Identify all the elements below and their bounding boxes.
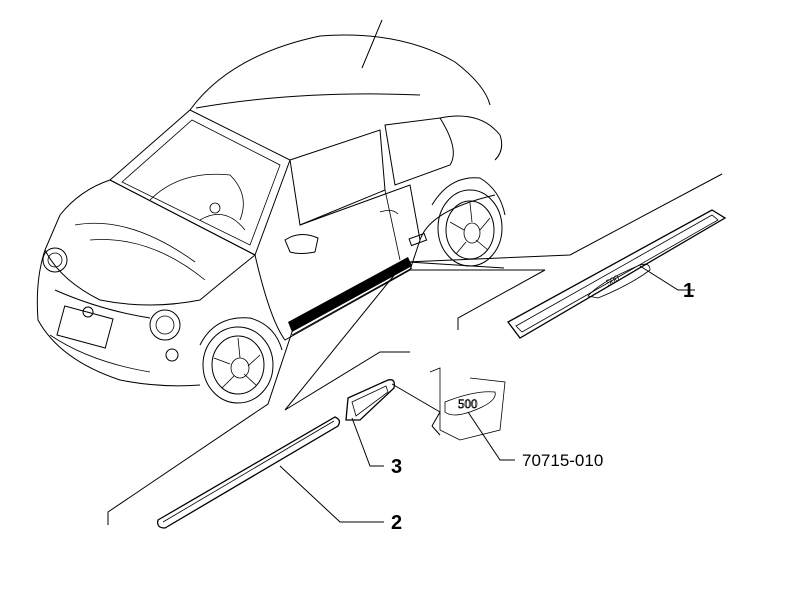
callout-leaders (279, 265, 695, 523)
car-illustration (36, 19, 506, 404)
badge-500-part: 500 (429, 367, 506, 441)
part-2-side-molding (157, 416, 341, 529)
callout-3-label: 3 (391, 456, 402, 478)
construction-lines (107, 173, 723, 525)
badge-500-text: 500 (458, 396, 478, 411)
callout-2-label: 2 (391, 512, 402, 534)
callout-1-label: 1 (683, 280, 694, 302)
part-3-emblem (345, 379, 396, 421)
part-1-sill-plate: 500 (507, 209, 727, 339)
callout-part-code-label: 70715-010 (522, 451, 603, 470)
